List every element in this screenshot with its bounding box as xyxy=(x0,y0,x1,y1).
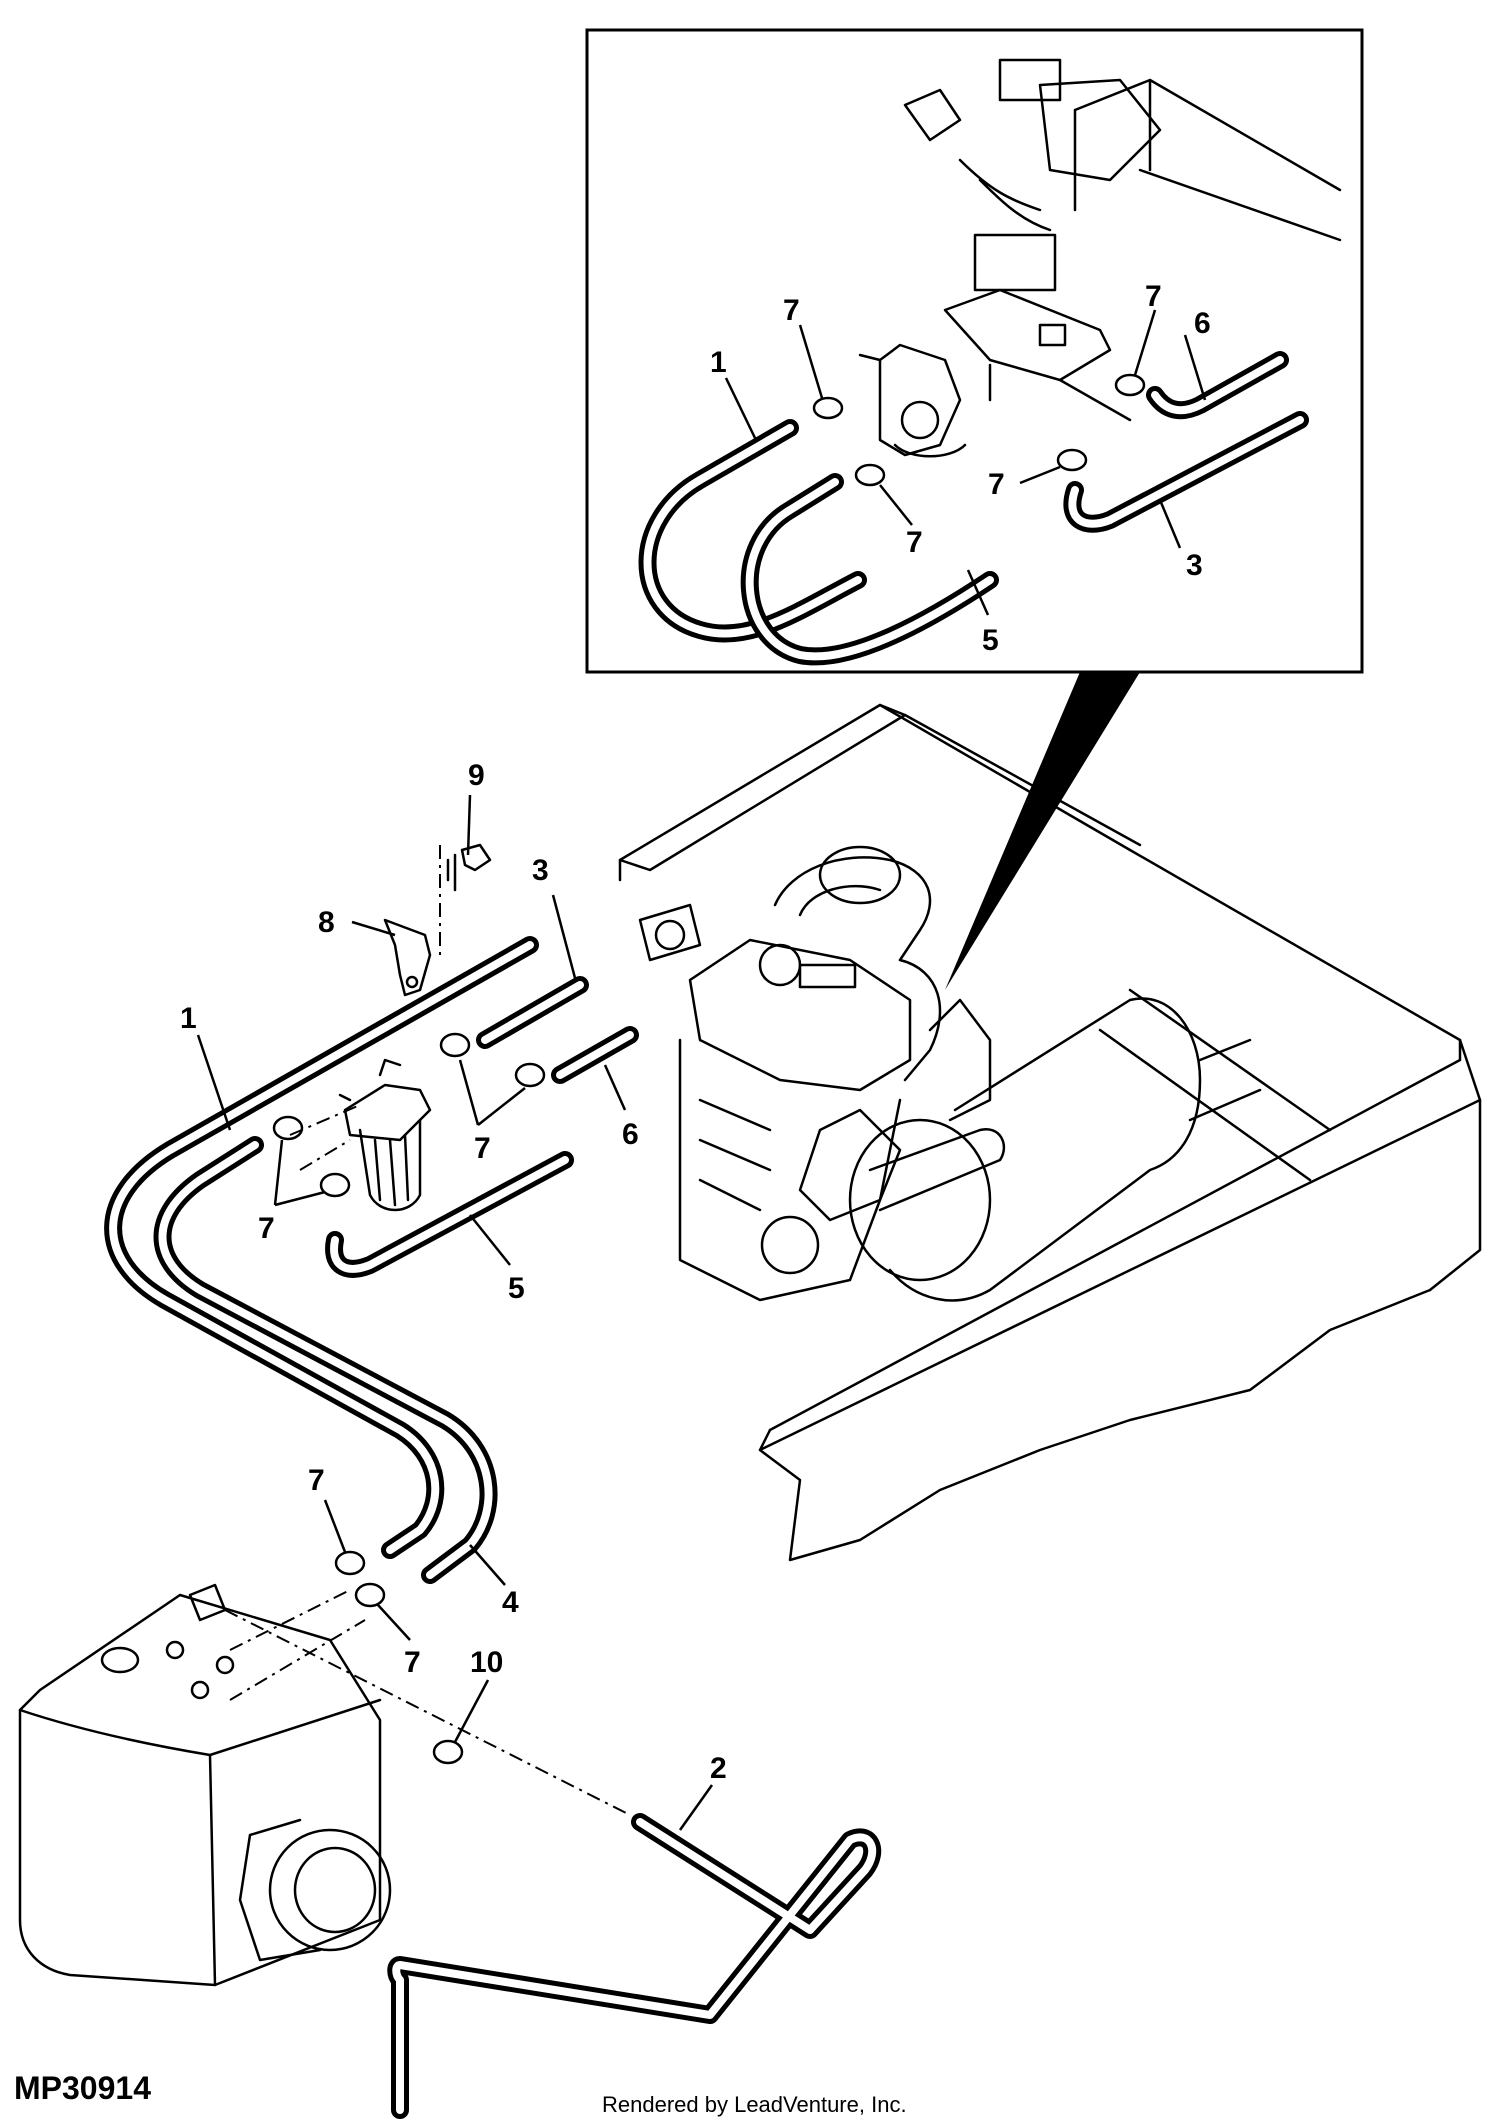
callout-bracket-8: 8 xyxy=(318,906,335,939)
hose-2-vent xyxy=(387,1813,882,2119)
callout-clamps-filter: 7 xyxy=(258,1212,275,1245)
inset-hose-1 xyxy=(638,419,867,643)
figure-id: MP30914 xyxy=(14,2070,151,2106)
callout-clamp-tank-upper: 7 xyxy=(308,1464,325,1497)
hose-6 xyxy=(551,1026,639,1084)
inset-callout-hose-6: 6 xyxy=(1194,307,1211,340)
callout-clamps-upper: 7 xyxy=(474,1132,491,1165)
hose-5 xyxy=(325,1151,574,1278)
inset-fuel-filter xyxy=(858,343,967,458)
inset-leader-lines xyxy=(724,309,1207,616)
inset-hose-5 xyxy=(740,473,999,666)
bracket-screw xyxy=(446,843,492,892)
main-leader-lines xyxy=(196,794,714,1831)
callout-hose-2: 2 xyxy=(710,1752,727,1785)
callout-screw-9: 9 xyxy=(468,759,485,792)
inset-detail-view: 1 7 7 6 7 7 3 5 xyxy=(585,28,1364,674)
engine-assembly xyxy=(638,845,992,1302)
inset-frame xyxy=(585,28,1364,674)
inset-hose-3 xyxy=(1063,411,1309,533)
inset-callout-clamp-upper-right: 7 xyxy=(1145,280,1162,313)
inset-callout-hose-3: 3 xyxy=(1186,549,1203,582)
muffler xyxy=(848,997,1262,1302)
fuel-filter xyxy=(338,1058,432,1212)
fuel-tank xyxy=(18,1583,392,1987)
inset-callout-clamp-mid-left: 7 xyxy=(906,526,923,559)
callout-hose-1: 1 xyxy=(180,1002,197,1035)
inset-hose-6 xyxy=(1146,351,1289,420)
inset-callout-clamp-upper-left: 7 xyxy=(783,294,800,327)
inset-pointer xyxy=(945,672,1140,990)
fuel-line-bracket xyxy=(383,918,432,997)
callout-hose-4: 4 xyxy=(502,1586,519,1619)
hose-4-return xyxy=(153,1136,498,1584)
callout-clamp-10: 10 xyxy=(470,1646,503,1679)
hose-1-supply xyxy=(104,936,539,1559)
tractor-frame xyxy=(618,703,1482,1562)
callout-hose-6: 6 xyxy=(622,1118,639,1151)
callout-clamp-tank-lower: 7 xyxy=(404,1646,421,1679)
hose-3 xyxy=(476,976,589,1049)
hose-clamps xyxy=(272,1032,546,1765)
inset-callout-clamp-mid-right: 7 xyxy=(988,468,1005,501)
render-credit: Rendered by LeadVenture, Inc. xyxy=(602,2092,907,2117)
inset-engine-block xyxy=(903,58,1342,422)
callout-hose-5: 5 xyxy=(508,1272,525,1305)
inset-callout-hose-1: 1 xyxy=(710,346,727,379)
callout-hose-3: 3 xyxy=(532,854,549,887)
inset-callout-hose-5: 5 xyxy=(982,624,999,657)
inset-clamps xyxy=(812,373,1146,487)
